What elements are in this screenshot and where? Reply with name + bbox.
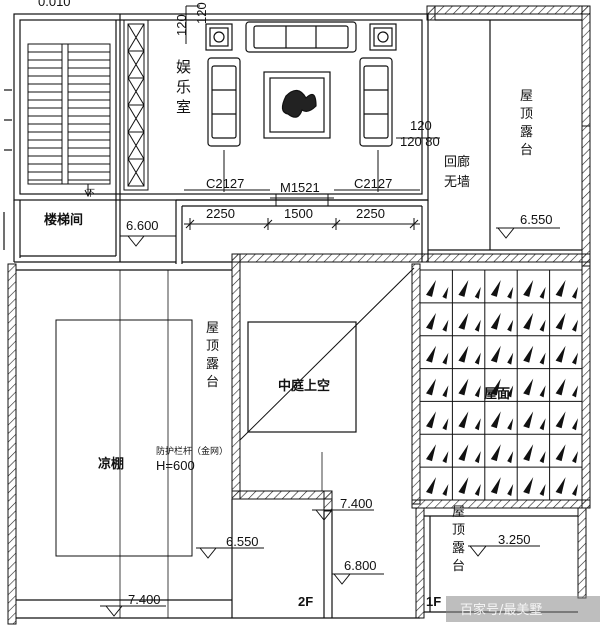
floor-mark-2f: 2F [298,594,313,609]
label-roof-terrace-left: 屋顶露台 [206,321,219,390]
watermark: 百家号/最美墅 [460,602,542,618]
labels: 娱乐室 屋顶露台 屋顶露台 屋顶露台 回廊无墙 楼梯间 中庭上空 屋面 凉棚 C… [38,0,553,618]
note-railing-height: H=600 [156,458,195,473]
elev-stair: 6.600 [126,218,159,233]
staircase [27,43,111,198]
sofa-set [205,21,397,147]
note-railing: 防护栏杆（金网） [156,445,228,457]
label-entertainment: 娱乐室 [176,58,191,116]
dim-top-a: 120 [174,14,189,36]
label-window-left: C2127 [206,176,244,191]
stair-down-mark: 下 [86,189,95,199]
label-stair-room: 楼梯间 [44,212,83,228]
label-courtyard-void: 中庭上空 [278,378,330,394]
window-symbols [184,150,420,206]
exterior-walls [7,5,591,625]
dim-side-120: 120 [410,118,432,133]
dimension-line [184,5,440,230]
label-pergola: 凉棚 [98,456,124,472]
label-roof-surface: 屋面 [484,387,510,402]
label-corridor: 回廊无墙 [444,154,470,190]
label-roof-terrace-upper: 屋顶露台 [520,89,533,158]
floor-mark-1f: 1F [426,594,441,609]
elevation-markers [100,227,560,617]
elev-courtyard-edge: 7.400 [340,496,373,511]
elev-pergola-area: 6.550 [226,534,259,549]
label-window-right: C2127 [354,176,392,191]
shelf-cabinet [123,19,149,191]
dim-2250-left: 2250 [206,206,235,221]
elev-terrace-upper: 6.550 [520,212,553,227]
dim-2250-right: 2250 [356,206,385,221]
elev-bottom-left: 7.400 [128,592,161,607]
dim-top-cut: 0.010 [38,0,71,9]
dim-side-120-80: 120 80 [400,134,440,149]
elev-lower-terrace: 3.250 [498,532,531,547]
label-door: M1521 [280,180,320,195]
dim-top-b: 120 [194,2,209,24]
elev-mid: 6.800 [344,558,377,573]
watermark-strip [446,596,600,622]
label-roof-terrace-lower: 屋顶露台 [452,505,465,574]
roof-glass-grid [419,269,583,501]
edge-ticks [3,89,12,250]
dim-1500: 1500 [284,206,313,221]
